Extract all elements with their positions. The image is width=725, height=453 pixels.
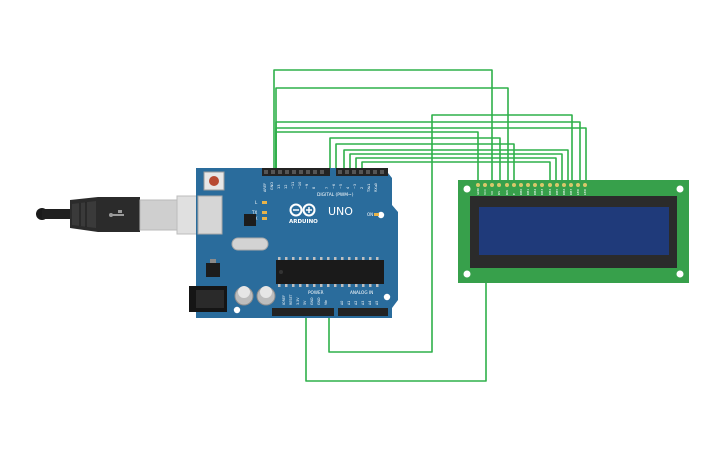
pin-label-ioref: IOREF bbox=[282, 295, 286, 305]
pin-label-gnd2: GND bbox=[317, 297, 321, 305]
pin-label-1: TX▸1 bbox=[367, 183, 371, 193]
pin-label-0: RX◂0 bbox=[374, 183, 378, 192]
wire-d10[interactable] bbox=[335, 143, 515, 182]
capacitors bbox=[234, 286, 276, 306]
pin-label-a5: A5 bbox=[375, 301, 379, 305]
pin-label-5v: 5V bbox=[303, 300, 307, 305]
digital-pin-labels: 13 12 ~11 ~10 ~9 8 7 ~6 ~5 4 ~3 2 TX▸1 R… bbox=[277, 182, 378, 193]
analog-pin-labels: A0 A1 A2 A3 A4 A5 bbox=[340, 301, 379, 305]
usb-port bbox=[197, 195, 223, 235]
lcd-pin-db3: DB3 bbox=[540, 189, 544, 195]
pin-label-6: ~6 bbox=[332, 184, 336, 189]
wire-rs[interactable] bbox=[275, 87, 509, 182]
wire-d3[interactable] bbox=[355, 157, 557, 182]
lcd-mount-hole bbox=[463, 185, 471, 193]
lcd-mount-hole bbox=[463, 270, 471, 278]
wire-5v[interactable] bbox=[328, 114, 573, 353]
pin-label-10: ~10 bbox=[298, 182, 302, 189]
lcd-mount-hole bbox=[676, 185, 684, 193]
arduino-board[interactable]: AREF GND 13 12 ~11 ~10 ~9 8 7 ~6 ~5 4 ~3… bbox=[189, 168, 398, 318]
usb-cable-icon[interactable] bbox=[36, 195, 222, 235]
lcd-pin-db6: DB6 bbox=[562, 189, 566, 195]
lcd-pin-db4: DB4 bbox=[548, 189, 552, 195]
mount-hole bbox=[233, 306, 241, 314]
lcd-screen bbox=[479, 207, 669, 255]
lcd-pin-led-a: LED bbox=[576, 188, 580, 195]
model-text: UNO bbox=[328, 205, 353, 218]
pin-label-7: 7 bbox=[325, 187, 329, 189]
lcd-pin-db2: DB2 bbox=[533, 189, 537, 195]
lcd-pin-db1: DB1 bbox=[526, 189, 530, 195]
digital-header bbox=[262, 168, 388, 176]
lcd-pin-db7: DB7 bbox=[569, 189, 573, 195]
pin-label-a1: A1 bbox=[347, 301, 351, 305]
regulator bbox=[206, 263, 220, 277]
lcd-pin-db5: DB5 bbox=[555, 189, 559, 195]
pin-label-8: 8 bbox=[312, 187, 316, 189]
lcd-pin-led-k: LED bbox=[583, 188, 587, 195]
wire-d12[interactable] bbox=[275, 131, 479, 182]
pin-label-reset: RESET bbox=[289, 293, 293, 305]
lcd-pin-e: E bbox=[512, 193, 516, 195]
digital-label: DIGITAL (PWM~) bbox=[317, 192, 354, 198]
led-l-label: L bbox=[255, 200, 258, 205]
analog-header bbox=[338, 308, 388, 316]
pin-label-9: ~9 bbox=[305, 184, 309, 189]
wire-gnd-bottom[interactable] bbox=[305, 282, 487, 382]
lcd-pin-rs: RS bbox=[497, 191, 501, 195]
pin-label-12: 12 bbox=[284, 185, 288, 189]
pin-label-3v3: 3.3V bbox=[296, 297, 300, 305]
pin-label-a3: A3 bbox=[361, 301, 365, 305]
reset-button-icon[interactable] bbox=[203, 171, 225, 191]
arduino-logo bbox=[289, 203, 316, 217]
wire-d5[interactable] bbox=[343, 149, 569, 182]
lcd-mount-hole bbox=[676, 270, 684, 278]
lcd-pin-db0: DB0 bbox=[519, 189, 523, 195]
pin-label-gnd1: GND bbox=[310, 297, 314, 305]
lcd-pin-gnd: GND bbox=[476, 187, 480, 195]
lcd-display[interactable]: GND VCC V0 RS RW E DB0 DB1 DB2 DB3 DB4 D… bbox=[458, 180, 689, 283]
lcd-pin-vcc: VCC bbox=[483, 189, 487, 195]
on-label: ON bbox=[367, 212, 373, 217]
lcd-pin-v0: V0 bbox=[490, 191, 494, 195]
power-jack-icon[interactable] bbox=[189, 286, 227, 312]
power-header bbox=[272, 308, 334, 316]
pin-label-11: ~11 bbox=[291, 182, 295, 189]
microcontroller-icon bbox=[276, 257, 384, 287]
usb-chip bbox=[244, 214, 256, 226]
pin-label-2: 2 bbox=[360, 187, 364, 189]
crystal bbox=[231, 237, 269, 251]
pin-label-4: 4 bbox=[346, 186, 350, 189]
wire-d11[interactable] bbox=[329, 137, 501, 182]
pin-label-5: ~5 bbox=[339, 184, 343, 189]
mount-hole bbox=[383, 293, 391, 301]
pin-label-a0: A0 bbox=[340, 301, 344, 305]
aref-label: AREF bbox=[263, 183, 267, 192]
pin-label-3: ~3 bbox=[353, 184, 357, 189]
pin-label-a4: A4 bbox=[368, 301, 372, 305]
power-pin-labels: IOREF RESET 3.3V 5V GND GND Vin bbox=[282, 293, 328, 305]
led-tx-label: TX bbox=[251, 210, 257, 215]
pin-label-a2: A2 bbox=[354, 301, 358, 305]
pin-label-13: 13 bbox=[277, 185, 281, 189]
power-label: POWER bbox=[308, 290, 324, 295]
logo-text: ARDUINO bbox=[289, 219, 318, 225]
lcd-pin-labels: GND VCC V0 RS RW E DB0 DB1 DB2 DB3 DB4 D… bbox=[476, 187, 587, 195]
wire-d4[interactable] bbox=[349, 153, 563, 182]
status-leds bbox=[262, 201, 379, 220]
mount-hole bbox=[377, 211, 385, 219]
pin-label-vin: Vin bbox=[324, 300, 328, 305]
lcd-pin-rw: RW bbox=[505, 190, 509, 195]
wire-gnd-top[interactable] bbox=[273, 69, 493, 182]
lcd-pin-header bbox=[476, 183, 587, 187]
gnd-label: GND bbox=[270, 182, 274, 190]
analog-label: ANALOG IN bbox=[350, 290, 373, 295]
regulator-tab bbox=[210, 259, 216, 263]
